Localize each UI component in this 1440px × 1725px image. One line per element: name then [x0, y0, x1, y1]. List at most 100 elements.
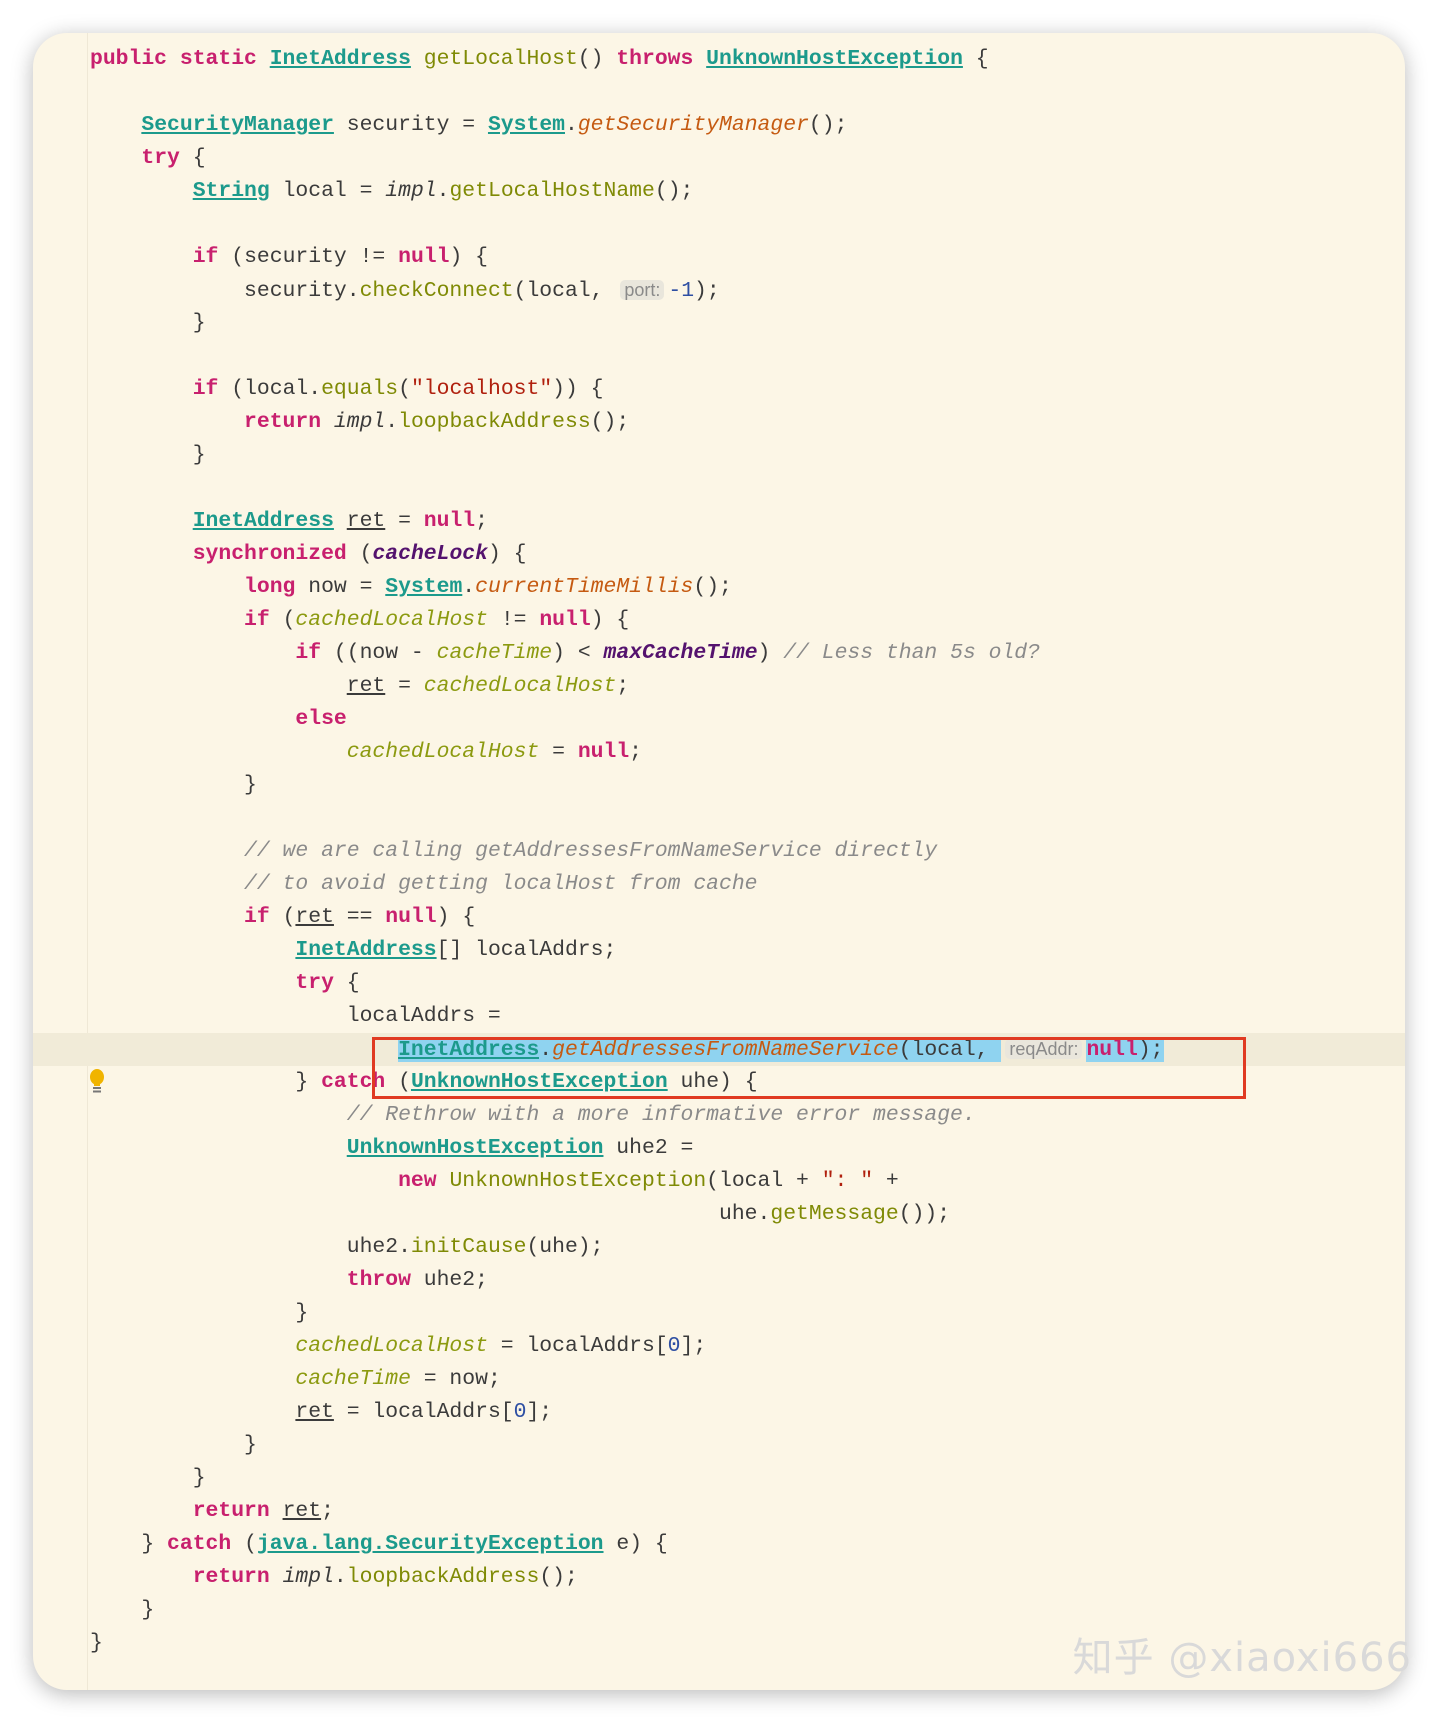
code-line[interactable]: SecurityManager security = System.getSec… — [90, 109, 1405, 142]
code-token: impl — [385, 179, 437, 203]
code-line[interactable]: String local = impl.getLocalHostName(); — [90, 175, 1405, 208]
code-token: . — [565, 113, 578, 137]
code-line[interactable]: throw uhe2; — [90, 1264, 1405, 1297]
code-line[interactable] — [90, 340, 1405, 373]
code-token: if — [244, 905, 270, 929]
code-token: = now; — [410, 1367, 501, 1391]
code-line[interactable]: } — [90, 307, 1405, 340]
code-line[interactable]: InetAddress[] localAddrs; — [90, 934, 1405, 967]
code-line[interactable] — [90, 802, 1405, 835]
code-line[interactable]: if (cachedLocalHost != null) { — [90, 604, 1405, 637]
code-line[interactable]: security.checkConnect(local, port:-1); — [90, 274, 1405, 307]
code-line[interactable]: } — [90, 1297, 1405, 1330]
code-line[interactable]: // to avoid getting localHost from cache — [90, 868, 1405, 901]
code-line[interactable]: localAddrs = — [90, 1000, 1405, 1033]
code-line[interactable]: if (security != null) { — [90, 241, 1405, 274]
code-line[interactable]: } — [90, 1594, 1405, 1627]
code-token: ]; — [680, 1334, 707, 1358]
code-token: catch — [167, 1532, 232, 1556]
code-line[interactable]: return impl.loopbackAddress(); — [90, 406, 1405, 439]
code-token: (); — [539, 1565, 578, 1589]
code-line[interactable]: // we are calling getAddressesFromNameSe… — [90, 835, 1405, 868]
code-line[interactable]: cachedLocalHost = null; — [90, 736, 1405, 769]
code-line[interactable] — [90, 208, 1405, 241]
code-line[interactable]: } — [90, 439, 1405, 472]
code-line[interactable]: return impl.loopbackAddress(); — [90, 1561, 1405, 1594]
code-token: cachedLocalHost — [423, 674, 617, 698]
code-line[interactable]: ret = localAddrs[0]; — [90, 1396, 1405, 1429]
code-token: // we are calling getAddressesFromNameSe… — [244, 839, 938, 863]
code-line[interactable]: long now = System.currentTimeMillis(); — [90, 571, 1405, 604]
code-token: // to avoid getting localHost from cache — [244, 872, 758, 896]
code-token: ); — [694, 279, 720, 303]
code-token: long — [244, 575, 296, 599]
code-line[interactable]: else — [90, 703, 1405, 736]
code-token: (); — [654, 179, 694, 203]
code-line[interactable]: cachedLocalHost = localAddrs[0]; — [90, 1330, 1405, 1363]
code-line[interactable]: } catch (java.lang.SecurityException e) … — [90, 1528, 1405, 1561]
code-token: + — [873, 1169, 899, 1193]
code-line[interactable]: } — [90, 769, 1405, 802]
code-token: new — [398, 1169, 450, 1193]
code-line[interactable]: new UnknownHostException(local + ": " + — [90, 1165, 1405, 1198]
code-token: ( — [269, 905, 296, 929]
code-editor: public static InetAddress getLocalHost()… — [33, 33, 1405, 1690]
code-token: synchronized — [192, 542, 347, 566]
code-token: ) { — [436, 905, 476, 929]
code-token: null — [423, 509, 476, 533]
code-token: if — [192, 377, 219, 401]
code-token: InetAddress — [295, 938, 437, 962]
code-token: cacheTime — [436, 641, 553, 665]
code-line[interactable]: } — [90, 1627, 1405, 1660]
code-line[interactable]: uhe2.initCause(uhe); — [90, 1231, 1405, 1264]
code-token: uhe) { — [667, 1070, 758, 1094]
lightbulb-icon[interactable] — [89, 1069, 105, 1095]
code-token: ()); — [898, 1202, 951, 1226]
code-line[interactable]: if (local.equals("localhost")) { — [90, 373, 1405, 406]
code-area[interactable]: public static InetAddress getLocalHost()… — [33, 43, 1405, 1660]
code-token: throws — [616, 47, 707, 71]
code-token: (uhe); — [526, 1235, 604, 1259]
code-line[interactable]: public static InetAddress getLocalHost()… — [90, 43, 1405, 76]
code-token: System — [487, 113, 565, 137]
code-line[interactable]: } — [90, 1462, 1405, 1495]
code-token: (local. — [218, 377, 322, 401]
code-line[interactable] — [90, 472, 1405, 505]
code-line[interactable]: ret = cachedLocalHost; — [90, 670, 1405, 703]
code-token: ret — [282, 1499, 322, 1523]
code-token: now = — [295, 575, 386, 599]
code-token: SecurityManager — [141, 113, 334, 137]
code-line[interactable]: if (ret == null) { — [90, 901, 1405, 934]
code-token: 0 — [667, 1334, 681, 1358]
code-line[interactable]: if ((now - cacheTime) < maxCacheTime) //… — [90, 637, 1405, 670]
code-line[interactable]: } catch (UnknownHostException uhe) { — [90, 1066, 1405, 1099]
code-line[interactable]: UnknownHostException uhe2 = — [90, 1132, 1405, 1165]
code-token: null — [398, 245, 450, 269]
code-token: } — [141, 1532, 168, 1556]
code-line[interactable]: uhe.getMessage()); — [90, 1198, 1405, 1231]
code-token: ) { — [590, 608, 630, 632]
code-token: if — [295, 641, 322, 665]
code-token: ) { — [487, 542, 527, 566]
code-token: getMessage — [770, 1202, 899, 1226]
code-token: // Rethrow with a more informative error… — [346, 1103, 976, 1127]
code-line[interactable]: } — [90, 1429, 1405, 1462]
code-token: getLocalHostName — [449, 179, 655, 203]
code-line[interactable]: return ret; — [90, 1495, 1405, 1528]
code-line[interactable]: cacheTime = now; — [90, 1363, 1405, 1396]
code-line[interactable]: InetAddress ret = null; — [90, 505, 1405, 538]
code-line[interactable]: // Rethrow with a more informative error… — [90, 1099, 1405, 1132]
code-token: [] localAddrs; — [436, 938, 617, 962]
code-token: e) { — [603, 1532, 668, 1556]
code-token: InetAddress — [398, 1038, 540, 1062]
code-token: = localAddrs[ — [487, 1334, 668, 1358]
code-token: ; — [321, 1499, 334, 1523]
code-token: } — [295, 1070, 322, 1094]
code-line[interactable] — [90, 76, 1405, 109]
code-line[interactable]: synchronized (cacheLock) { — [90, 538, 1405, 571]
code-token: cacheLock — [372, 542, 488, 566]
code-token: () — [577, 47, 617, 71]
code-token: . — [333, 1565, 347, 1589]
code-line[interactable]: try { — [90, 142, 1405, 175]
code-line[interactable]: try { — [90, 967, 1405, 1000]
